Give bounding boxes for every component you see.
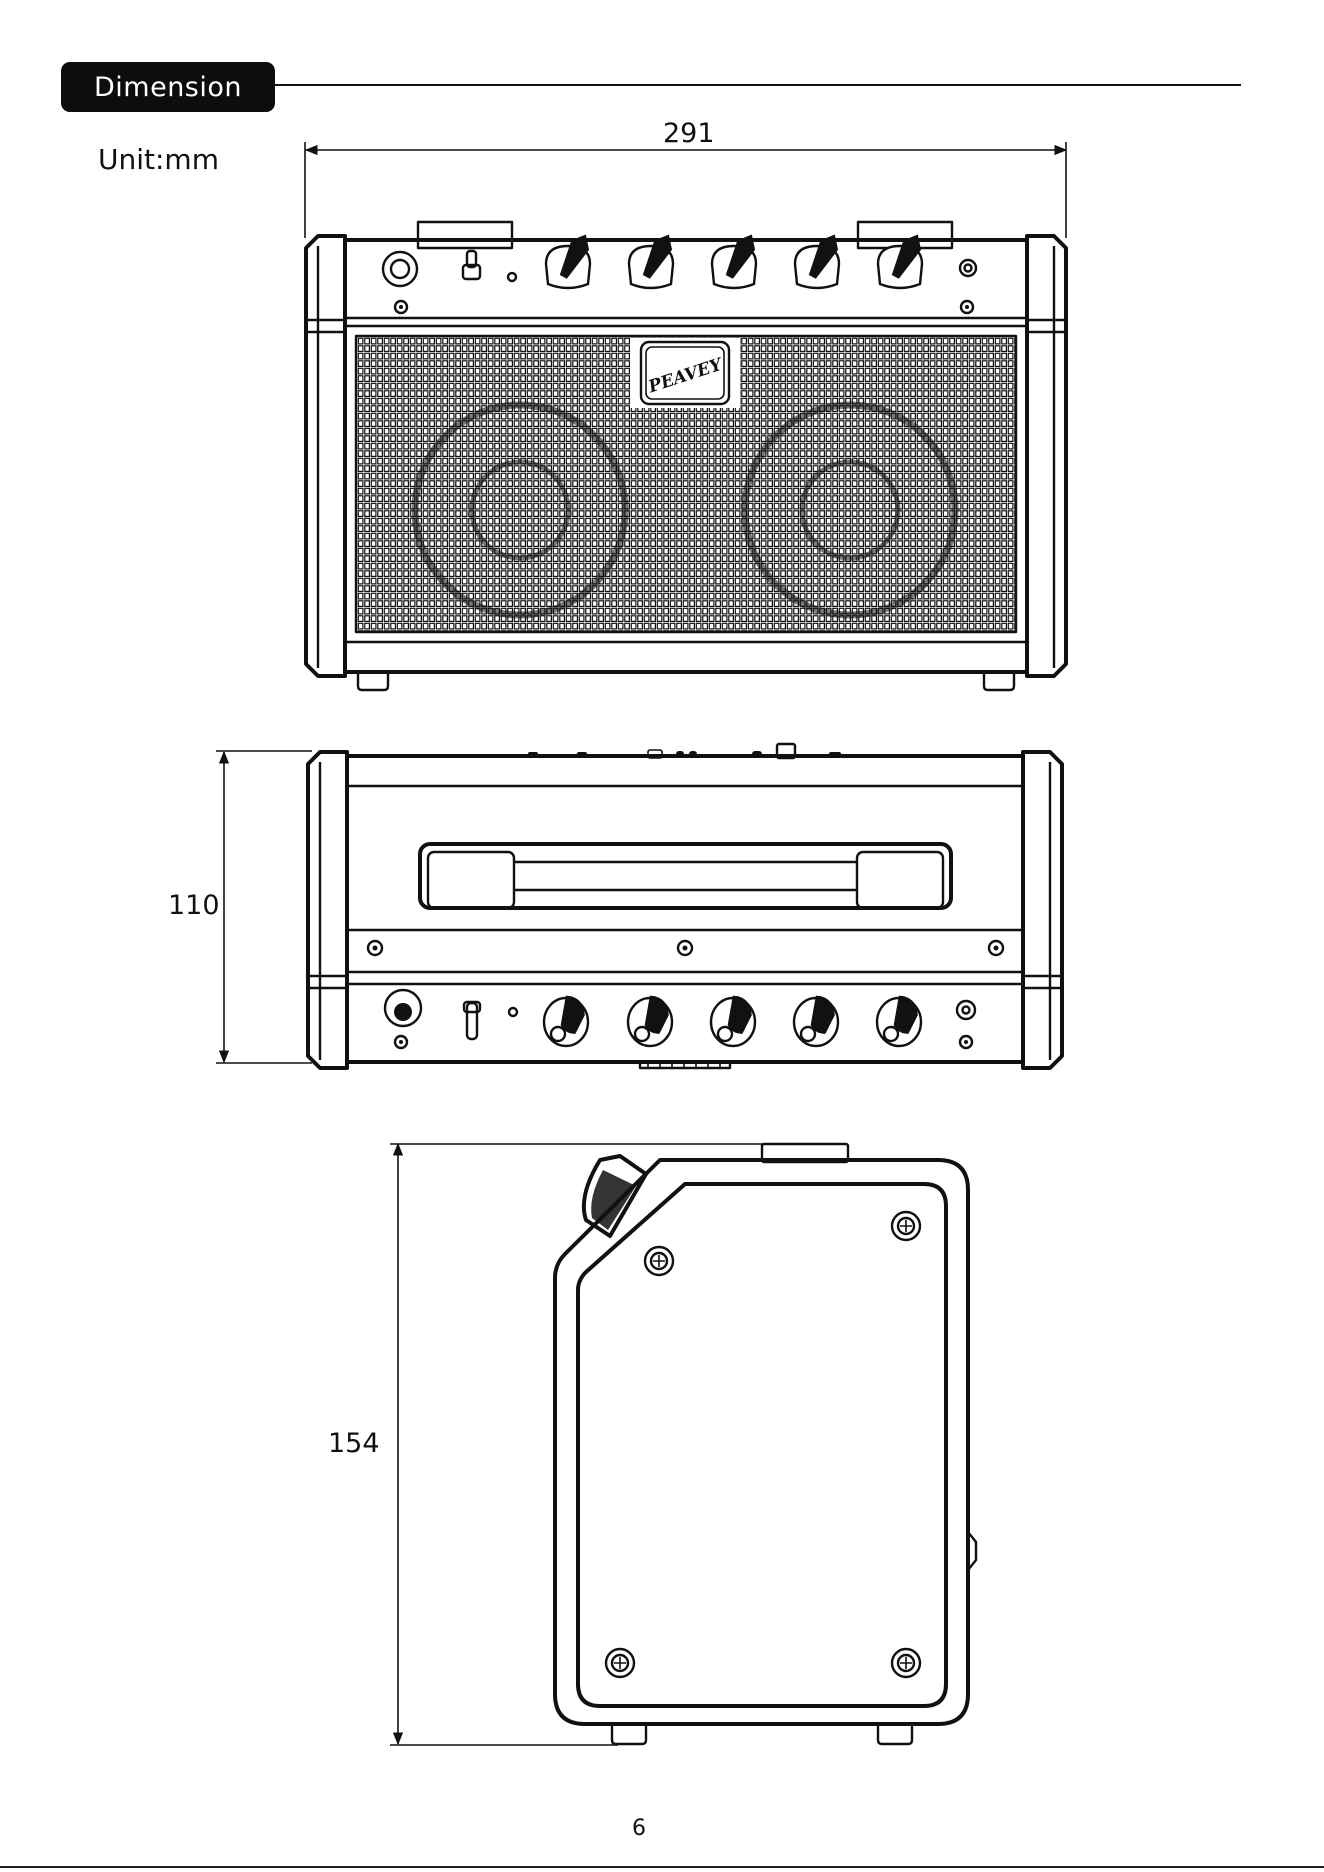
input-jack-front [383,252,417,286]
side-view [390,1144,976,1745]
controls-top [385,990,975,1048]
height-dimension-line [216,751,312,1063]
screws-side [606,1212,920,1677]
headphone-jack-front [960,260,976,276]
toggle-switch-front [463,251,480,279]
screws-top [368,941,1003,955]
front-view: PEAVEY [305,142,1066,690]
top-view [216,744,1062,1068]
screws-front [395,301,973,313]
height-dimension-value: 110 [168,890,220,921]
logo-badge: PEAVEY [630,338,740,408]
footer-divider [0,1866,1324,1868]
led-front [508,273,516,281]
width-dimension-value: 291 [663,118,715,149]
carry-handle-top [420,844,951,908]
depth-dimension-value: 154 [328,1428,380,1459]
knobs-top [544,995,921,1046]
page-number: 6 [632,1816,646,1841]
